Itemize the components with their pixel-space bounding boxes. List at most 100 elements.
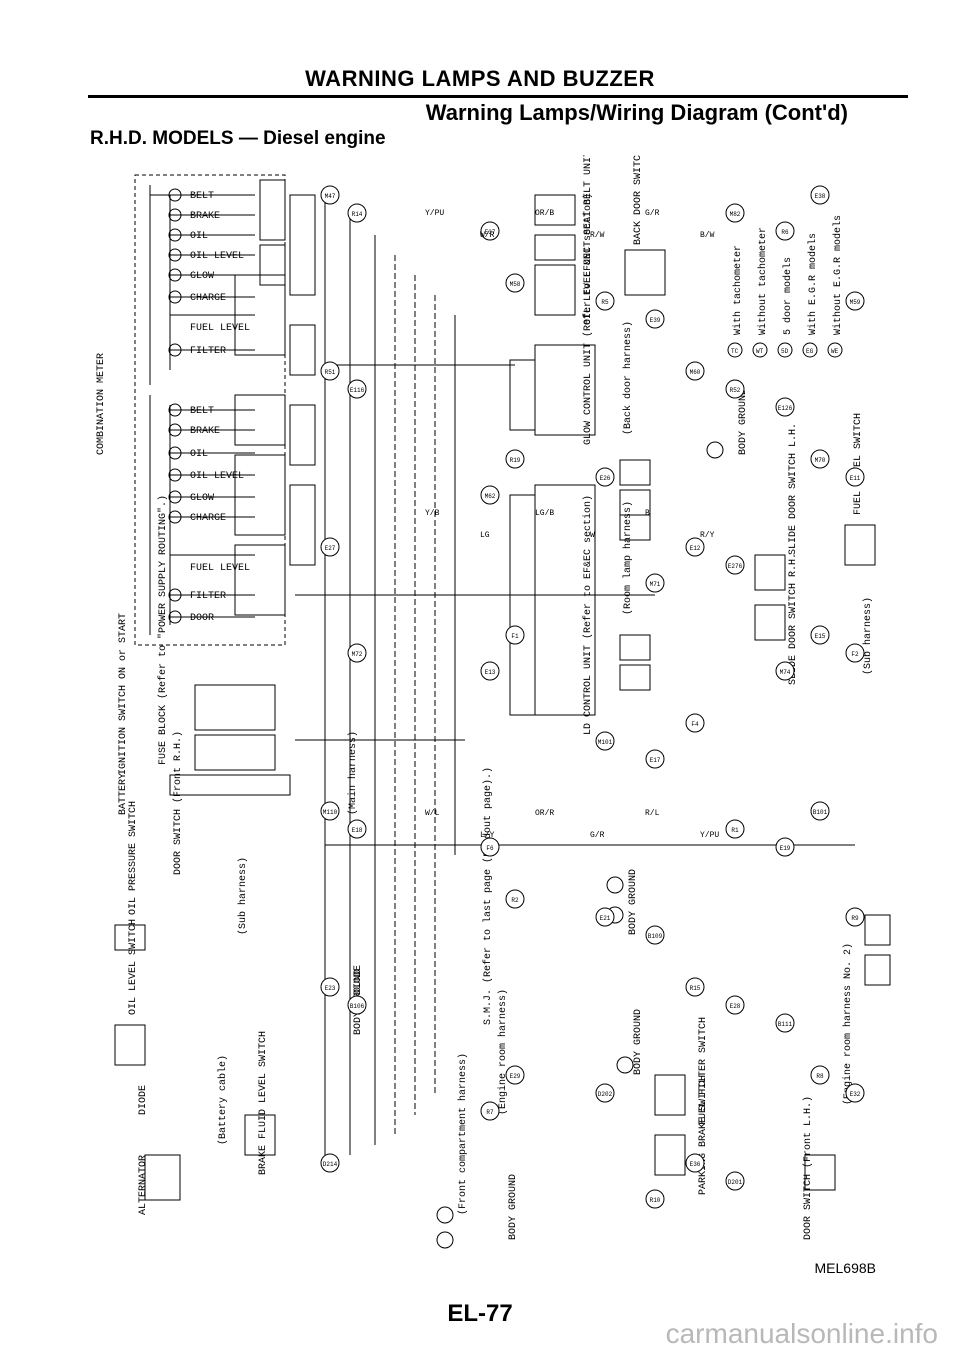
connector-m110: M110	[320, 801, 340, 821]
wire-color-label: G/R	[590, 831, 605, 840]
connector-e17: E17	[645, 749, 665, 769]
connector-circle	[685, 537, 705, 557]
connector-circle	[505, 1065, 525, 1085]
connector-id-text: B111	[778, 1021, 793, 1028]
label-room-lamp-harness: (Room lamp harness)	[622, 501, 634, 615]
label-door-switch-lh: DOOR SWITCH (Front L.H.)	[802, 1096, 814, 1240]
connector-circle	[775, 661, 795, 681]
connector-circle	[845, 291, 865, 311]
connector-b106: B106	[347, 995, 367, 1015]
connector-id-text: R19	[510, 457, 521, 464]
connector-id-text: E21	[600, 915, 611, 922]
connector-d201: D201	[725, 1171, 745, 1191]
connector-circle	[845, 643, 865, 663]
legend-text-3: With E.G.R models	[807, 233, 819, 335]
connector-circle	[320, 537, 340, 557]
connector-e11: E11	[845, 467, 865, 487]
connector-e38: E38	[810, 185, 830, 205]
glow-control-unit	[509, 344, 596, 436]
connector-circle	[347, 995, 367, 1015]
connector-circle	[480, 221, 500, 241]
wire-color-label: R/W	[590, 231, 605, 240]
lamp-lower-8: DOOR	[190, 613, 214, 624]
wire-color-labels: Y/PUW/ROR/BR/WG/RB/WY/BLGLG/BWBR/YW/LL/Y…	[425, 209, 719, 840]
label-door-switch-rh: DOOR SWITCH (Front R.H.)	[172, 731, 184, 875]
brake-fluid-switch	[244, 1114, 276, 1156]
label-brake-fluid-switch: BRAKE FLUID LEVEL SWITCH	[258, 1031, 269, 1175]
connector-e276: E276	[725, 555, 745, 575]
connector-r10: R10	[645, 1189, 665, 1209]
label-fuel-filter-switch: FUEL FILTER SWITCH	[698, 1017, 709, 1125]
connector-id-text: E26	[600, 475, 611, 482]
wire-color-label: Y/PU	[425, 209, 444, 218]
lamp-upper-6: FUEL LEVEL	[190, 323, 250, 334]
connector-f2: F2	[845, 643, 865, 663]
connector-id-text: E13	[485, 669, 496, 676]
legend: TC With tachometer WT Without tachometer…	[727, 215, 844, 358]
connector-circle	[845, 907, 865, 927]
label-combination-meter: COMBINATION METER	[96, 353, 107, 455]
connector-circle	[725, 203, 745, 223]
legend-text-4: Without E.G.R models	[832, 215, 844, 335]
connector-r15: R15	[685, 977, 705, 997]
connector-e32: E32	[845, 1083, 865, 1103]
connector-circle	[480, 1101, 500, 1121]
connector-circle	[685, 1153, 705, 1173]
label-battery-cable: (Battery cable)	[217, 1055, 229, 1145]
lamp-lower-3: OIL LEVEL	[190, 471, 244, 482]
header-rule	[88, 95, 908, 98]
connector-id-text: B109	[648, 933, 663, 940]
connector-circle	[845, 1083, 865, 1103]
connector-circle	[505, 625, 525, 645]
connector-circle	[845, 467, 865, 487]
connector-circle	[595, 291, 615, 311]
wire-color-label: R/L	[645, 809, 660, 818]
connector-circle	[595, 731, 615, 751]
legend-text-1: Without tachometer	[757, 227, 769, 335]
label-body-ground-4: BODY GROUND	[633, 1009, 644, 1075]
connector-circle	[810, 449, 830, 469]
connector-circle	[347, 643, 367, 663]
connector-id-text: R7	[486, 1109, 494, 1116]
label-smj-note: S.M.J. (Refer to last page (Foldout page…	[482, 767, 494, 1025]
wire-color-label: W	[590, 531, 595, 540]
connector-circle	[320, 801, 340, 821]
connector-id-text: B106	[350, 1003, 365, 1010]
connector-id-text: D201	[728, 1179, 743, 1186]
connector-circle	[725, 379, 745, 399]
lamp-lower-6: FUEL LEVEL	[190, 563, 250, 574]
lamp-lower-0: BELT	[190, 406, 214, 417]
parking-brake-switch	[654, 1134, 686, 1176]
connector-id-text: M60	[690, 369, 701, 376]
connector-id-text: M101	[598, 739, 613, 746]
connector-circle	[810, 1065, 830, 1085]
lamp-upper-5: CHARGE	[190, 293, 226, 304]
legend-code-3: EG	[806, 348, 814, 355]
engine-room-connectors	[864, 914, 891, 986]
lamp-upper-0: BELT	[190, 191, 214, 202]
connector-e116: E116	[347, 379, 367, 399]
connector-r6: R6	[775, 221, 795, 241]
connector-e26: E26	[595, 467, 615, 487]
label-body-ground-1: BODY GROUND	[738, 389, 749, 455]
figure-code: MEL698B	[814, 1260, 876, 1276]
label-back-door-harness: (Back door harness)	[622, 321, 634, 435]
connector-m82: M82	[725, 203, 745, 223]
connector-circle	[480, 661, 500, 681]
connector-e126: E126	[775, 397, 795, 417]
connector-id-text: E276	[728, 563, 743, 570]
connector-m59: M59	[845, 291, 865, 311]
connector-d214: D214	[320, 1153, 340, 1173]
connector-id-text: R52	[730, 387, 741, 394]
connector-id-text: E29	[510, 1073, 521, 1080]
connector-id-text: F2	[851, 651, 859, 658]
label-seat-belt-unit: SEAT BELT UNIT	[583, 155, 594, 235]
connector-circle	[685, 977, 705, 997]
connector-m62: M62	[480, 485, 500, 505]
fuel-level-switch	[844, 524, 876, 566]
room-lamp-connectors	[619, 459, 651, 691]
label-body-ground-2: BODY GROUND	[628, 869, 639, 935]
connector-r2: R2	[505, 889, 525, 909]
lamp-lower-7: FILTER	[190, 591, 226, 602]
wire-color-label: W/R	[480, 231, 495, 240]
